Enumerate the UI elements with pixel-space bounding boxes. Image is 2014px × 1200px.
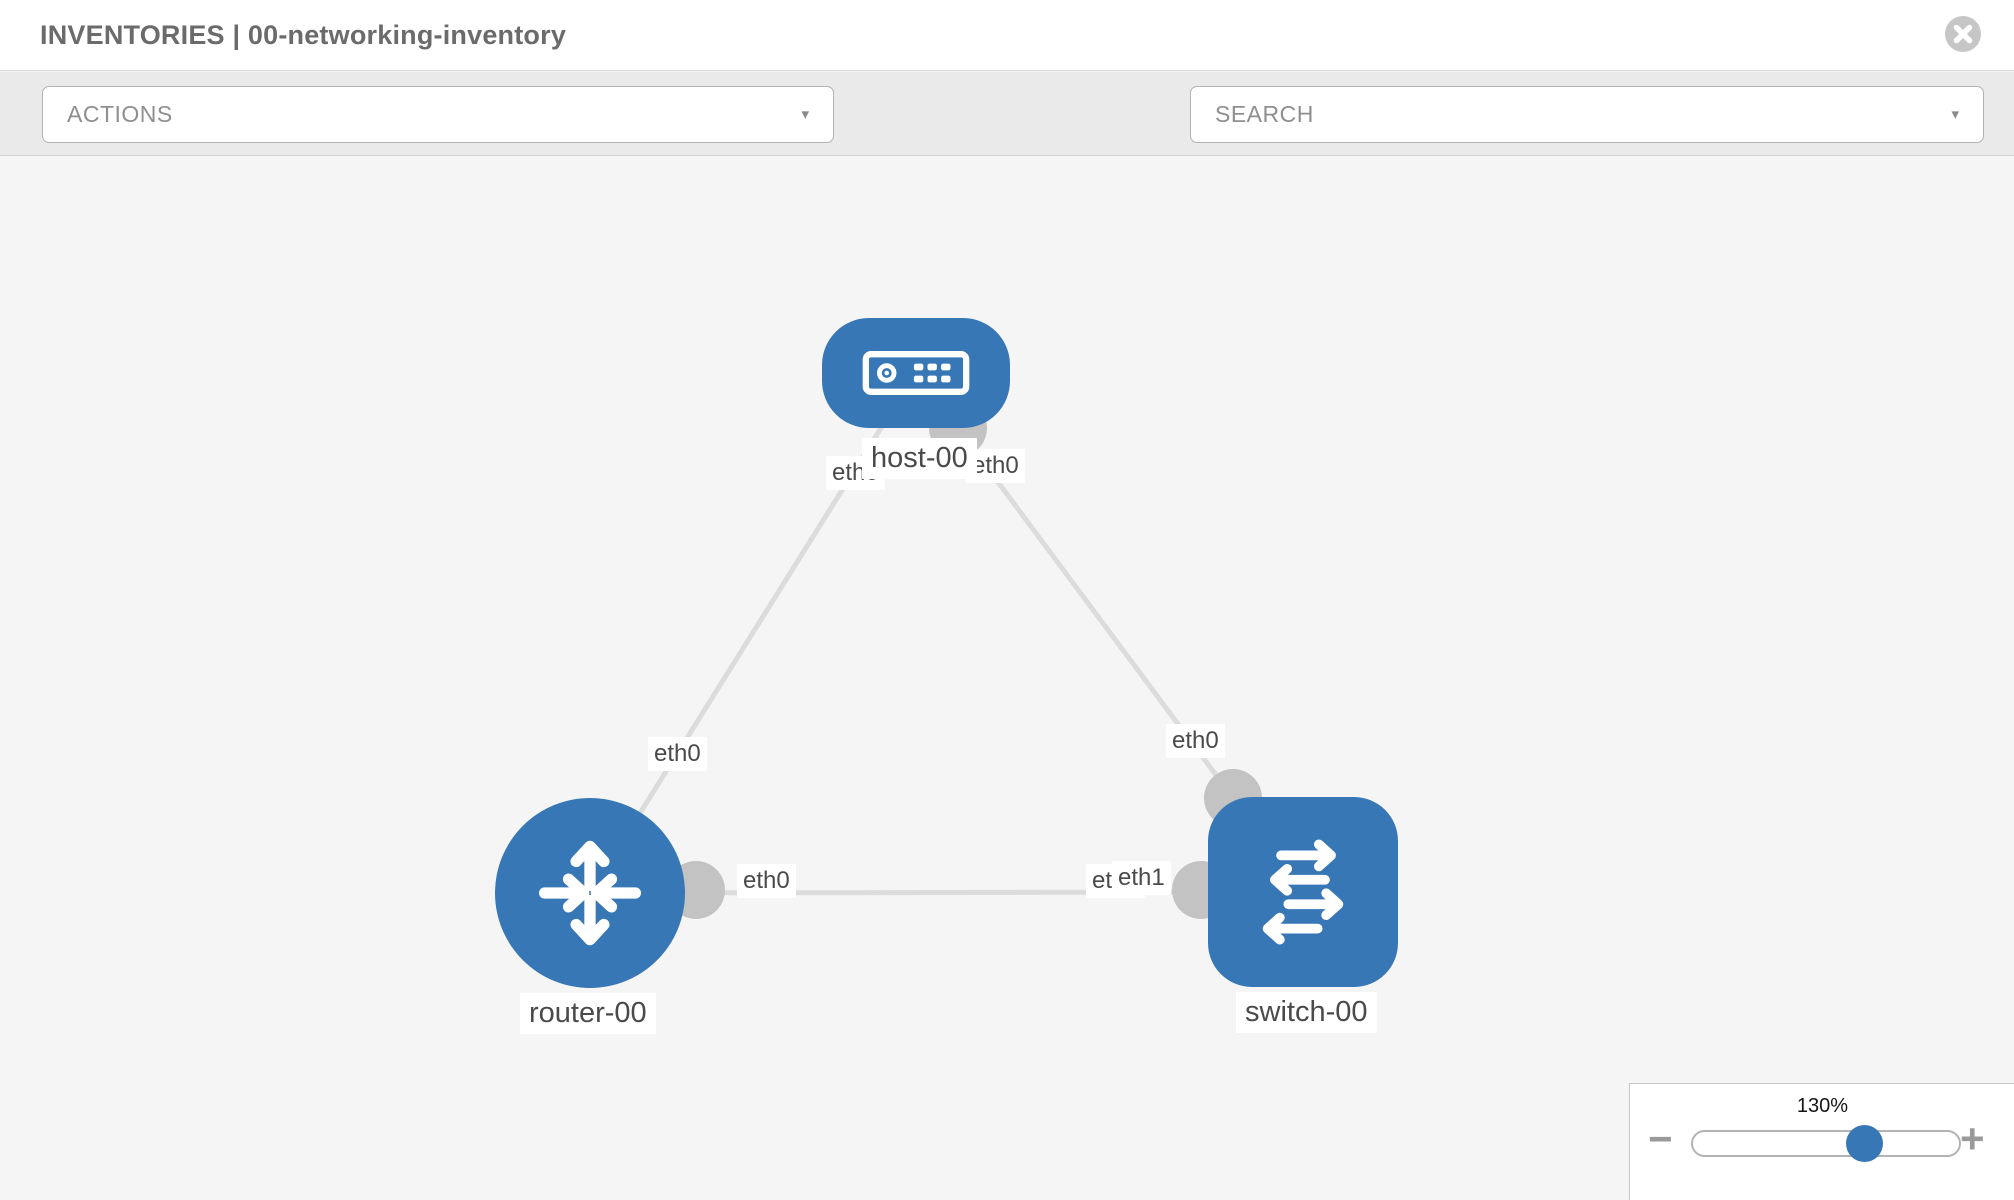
topology-links [587, 370, 1306, 896]
node-switch-00[interactable] [1208, 797, 1398, 987]
caret-down-icon: ▾ [801, 106, 809, 123]
node-host-00[interactable] [822, 318, 1010, 428]
search-dropdown-label: SEARCH [1215, 101, 1314, 127]
topology-canvas[interactable]: host-00 router-00 switch-00 eth0 eth0 et… [0, 157, 2014, 1200]
toolbar: ACTIONS ▾ SEARCH ▾ [0, 72, 2014, 201]
close-icon [1945, 16, 1981, 52]
header: INVENTORIES | 00-networking-inventory [0, 0, 2014, 71]
actions-dropdown[interactable]: ACTIONS ▾ [42, 86, 834, 143]
search-dropdown[interactable]: SEARCH ▾ [1190, 86, 1984, 143]
interface-label-switch-top: eth0 [1166, 724, 1225, 758]
zoom-out-button[interactable]: − [1648, 1115, 1673, 1162]
interface-label-switch-left-front: eth1 [1112, 861, 1171, 895]
zoom-panel: 130% − + [1629, 1083, 2014, 1200]
caret-down-icon: ▾ [1951, 106, 1959, 123]
zoom-in-button[interactable]: + [1960, 1115, 1985, 1162]
actions-dropdown-label: ACTIONS [67, 101, 173, 127]
page-title: INVENTORIES | 00-networking-inventory [40, 20, 567, 50]
interface-label-router-right: eth0 [737, 864, 796, 898]
close-button[interactable] [1944, 15, 1982, 53]
node-label-router: router-00 [520, 993, 656, 1034]
host-icon [862, 351, 970, 395]
zoom-slider-track[interactable] [1691, 1130, 1961, 1157]
zoom-level-value: 130% [1796, 1095, 1849, 1117]
switch-icon [1262, 839, 1344, 945]
node-router-00[interactable] [495, 798, 685, 988]
router-icon [538, 840, 642, 946]
zoom-slider-thumb[interactable] [1846, 1125, 1883, 1162]
node-label-switch: switch-00 [1236, 992, 1377, 1033]
interface-label-router-top: eth0 [648, 737, 707, 771]
node-label-host: host-00 [862, 438, 977, 479]
